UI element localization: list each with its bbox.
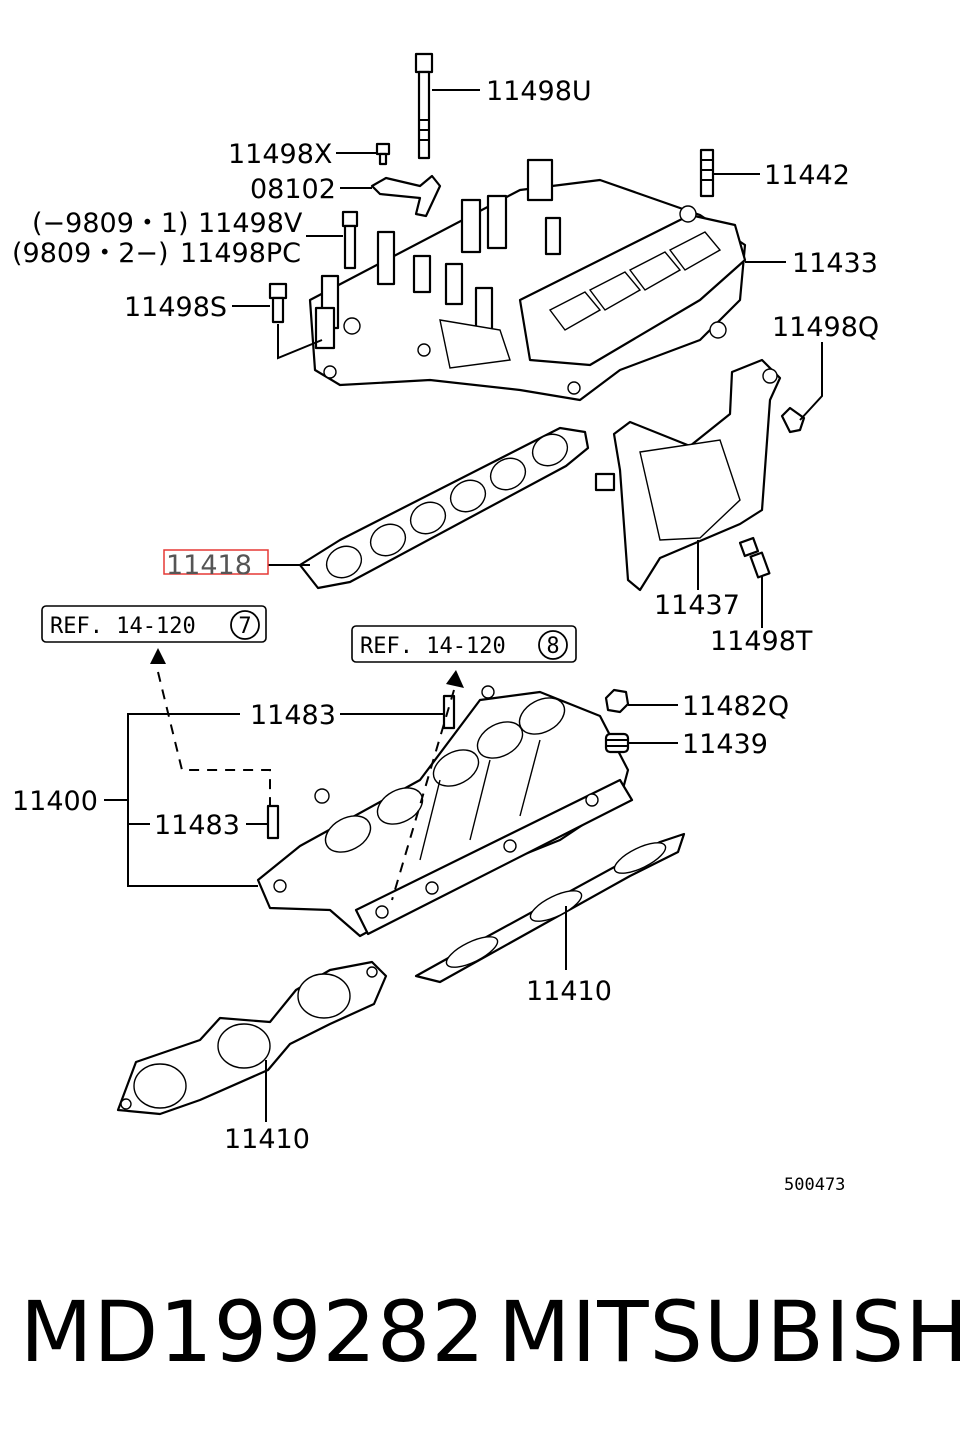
callout-11433: 11433 [792,248,878,279]
intake-plenum-11433-drawing [308,158,747,402]
reference-circle-num-2: 8 [546,634,559,659]
leader-lines [104,89,823,1122]
callout-11400: 11400 [12,786,98,817]
lower-manifold-11400-drawing [256,685,634,938]
stud-11442-drawing [699,148,715,198]
callout-11498v: 11498V [198,208,303,239]
part-number: MD199282 [20,1283,486,1381]
gasket-11418-drawing [298,426,590,590]
diagram-code: 500473 [784,1175,845,1195]
callout-11498pc-prefix: (9809・2−) [12,238,169,269]
reference-box-2: REF. 14-120 8 [351,625,577,663]
callout-11498x: 11498X [228,139,332,170]
callout-11482q: 11482Q [682,691,789,722]
grommet-11439-drawing [604,732,630,754]
callout-11418: 11418 [166,550,252,581]
callout-08102: 08102 [250,174,336,205]
bolt-11498x-drawing [375,142,391,166]
bolt-11498v-drawing [341,210,359,270]
nut-11482q-drawing [604,688,630,714]
callout-11442: 11442 [764,160,850,191]
bolt-11498s-drawing [268,282,288,324]
callout-11483-lower: 11483 [154,810,240,841]
reference-text-2: REF. 14-120 [360,634,506,659]
callout-11410-right: 11410 [526,976,612,1007]
highlight-box-11418 [163,549,269,575]
callout-11483-upper: 11483 [250,700,336,731]
gasket-11410-left-drawing [116,960,388,1116]
bolt-11498q-drawing [780,406,806,434]
callout-11498s: 11498S [124,292,227,323]
bracket-08102-drawing [370,174,442,218]
callout-11437: 11437 [654,590,740,621]
bracket-11437-drawing [594,358,782,592]
callout-11439: 11439 [682,729,768,760]
gasket-11410-right-drawing [414,832,686,984]
callout-11498u: 11498U [486,76,592,107]
callout-11498t: 11498T [710,626,813,657]
bolt-11498u-drawing [414,52,434,160]
reference-text-1: REF. 14-120 [50,614,196,639]
callout-11498q: 11498Q [772,312,879,343]
callout-11410-left: 11410 [224,1124,310,1155]
callout-11498v-prefix: (−9809・1) [32,208,189,239]
brand-name: MITSUBISHI [498,1283,960,1381]
stud-11483-drawing [266,694,456,840]
bolt-11498t-drawing [738,536,771,579]
reference-circle-num-1: 7 [238,614,251,639]
reference-box-1: REF. 14-120 7 [41,605,267,643]
callout-11498pc: 11498PC [180,238,301,269]
